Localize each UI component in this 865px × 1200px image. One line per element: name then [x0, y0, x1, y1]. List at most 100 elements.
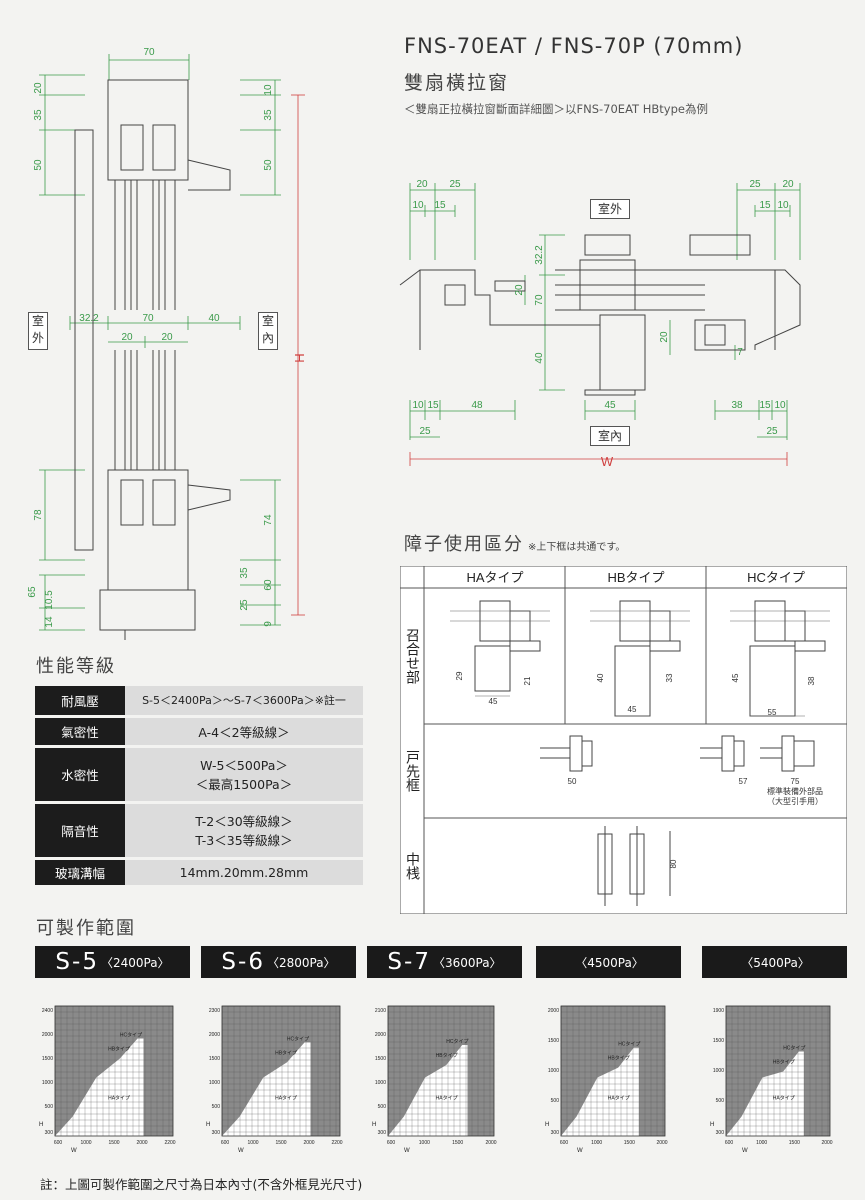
dim-label: 57 [739, 777, 748, 786]
perf-value: S-5＜2400Pa＞～S-7＜3600Pa＞※註一 [125, 686, 363, 718]
vertical-section-drawing: 70 20 35 50 10 35 50 32.2 70 40 20 20 78… [27, 47, 307, 640]
dim-label: 50 [33, 159, 44, 171]
tick-label: 2000 [548, 1008, 559, 1014]
dim-label: 65 [27, 586, 38, 598]
tick-label: 500 [551, 1098, 560, 1104]
tick-label: 300 [551, 1130, 560, 1136]
dim-label: 80 [669, 859, 678, 868]
tick-label: 1900 [713, 1008, 724, 1014]
dim-label: 70 [143, 47, 155, 58]
tick-label: 500 [378, 1104, 387, 1110]
dim-label: 38 [731, 400, 743, 411]
row-header: 中桟 [404, 852, 420, 880]
inside-label: 室內 [258, 312, 278, 350]
dim-label: 40 [208, 313, 220, 324]
footnote: 註：上圖可製作範圍之尺寸為日本內寸(不含外框見光尺寸) [40, 1177, 363, 1192]
dim-label: 32.2 [534, 245, 545, 265]
region-label: HBタイプ [108, 1046, 130, 1053]
axis-label-w: W [71, 1148, 77, 1154]
tick-label: 2200 [331, 1140, 342, 1146]
axis-label-w: W [404, 1148, 410, 1154]
ha-region [222, 1042, 311, 1136]
axis-label-w: W [238, 1148, 244, 1154]
table-row: 隔音性 T-2＜30等級線＞T-3＜35等級線＞ [35, 802, 363, 860]
tick-label: 2000 [821, 1140, 832, 1146]
column-header: HCタイプ [747, 570, 805, 585]
tick-label: 1000 [713, 1068, 724, 1074]
tick-label: 2200 [164, 1140, 175, 1146]
performance-table: 耐風壓 S-5＜2400Pa＞～S-7＜3600Pa＞※註一 氣密性 A-4＜2… [35, 686, 363, 888]
tick-label: 1500 [375, 1056, 386, 1062]
perf-value: T-2＜30等級線＞T-3＜35等級線＞ [125, 802, 363, 860]
outside-label: 室外 [28, 312, 48, 350]
dim-label: 15 [759, 200, 771, 211]
region-label: HBタイプ [275, 1049, 297, 1056]
dim-label: 10.5 [44, 590, 55, 610]
dim-label: 10 [777, 200, 789, 211]
perf-key: 隔音性 [35, 802, 125, 860]
tick-label: 1500 [275, 1140, 286, 1146]
tick-label: 1000 [548, 1068, 559, 1074]
dim-label: 15 [434, 200, 446, 211]
inside-label: 室內 [590, 426, 630, 446]
page-caption: ＜雙扇正拉橫拉窗斷面詳細圖＞以FNS-70EAT HBtype為例 [404, 102, 708, 116]
muntin-table: HAタイプ HBタイプ HCタイプ 29 21 45 40 33 45 45 3… [400, 566, 847, 914]
tick-label: 1500 [452, 1140, 463, 1146]
dim-label: 50 [263, 159, 274, 171]
tick-label: 500 [212, 1104, 221, 1110]
width-label: W [601, 454, 614, 469]
manufacturable-title: 可製作範圍 [36, 918, 136, 939]
tick-label: 2000 [375, 1032, 386, 1038]
tick-label: 600 [387, 1140, 396, 1146]
region-label: HBタイプ [436, 1052, 458, 1059]
dim-label: 14 [44, 616, 55, 628]
dim-label: 15 [759, 400, 771, 411]
dim-label: 60 [263, 579, 274, 591]
axis-label-h: H [710, 1122, 714, 1128]
tick-label: 1000 [42, 1080, 53, 1086]
tick-label: 2100 [375, 1008, 386, 1014]
dim-label: 20 [782, 179, 794, 190]
tick-label: 600 [725, 1140, 734, 1146]
model-badge: 〈4500Pa〉 [536, 946, 681, 978]
table-row: 玻璃溝幅 14mm.20mm.28mm [35, 858, 363, 888]
dim-label: 78 [33, 509, 44, 521]
dim-label: 45 [489, 697, 498, 706]
dim-label: 10 [263, 84, 274, 96]
dim-label: 10 [774, 400, 786, 411]
model-badge: 〈5400Pa〉 [702, 946, 847, 978]
dim-label: 9 [263, 621, 274, 627]
tick-label: 2000 [656, 1140, 667, 1146]
perf-value: 14mm.20mm.28mm [125, 858, 363, 888]
tick-label: 300 [716, 1130, 725, 1136]
tick-label: 1500 [548, 1038, 559, 1044]
model-badge: S-7〈3600Pa〉 [367, 946, 522, 978]
axis-label-w: W [742, 1148, 748, 1154]
tick-label: 1500 [789, 1140, 800, 1146]
dim-label: 25 [766, 426, 778, 437]
tick-label: 2000 [303, 1140, 314, 1146]
dim-label: 70 [142, 313, 154, 324]
tick-label: 1000 [80, 1140, 91, 1146]
region-label: HBタイプ [608, 1055, 630, 1062]
tick-label: 2300 [209, 1008, 220, 1014]
dim-label: 15 [427, 400, 439, 411]
axis-label-h: H [372, 1122, 376, 1128]
dim-label: 38 [807, 676, 816, 685]
tick-label: 1500 [42, 1056, 53, 1062]
tick-label: 1000 [375, 1080, 386, 1086]
page-title: FNS-70EAT / FNS-70P (70mm) [404, 34, 744, 58]
tick-label: 1500 [624, 1140, 635, 1146]
tick-label: 2000 [136, 1140, 147, 1146]
dim-label: 45 [604, 400, 616, 411]
dim-label: 25 [749, 179, 761, 190]
perf-key: 玻璃溝幅 [35, 858, 125, 888]
dim-label: 55 [768, 708, 777, 717]
tick-label: 300 [378, 1130, 387, 1136]
dim-label: 75 [791, 777, 800, 786]
tick-label: 1000 [209, 1080, 220, 1086]
tick-label: 1500 [108, 1140, 119, 1146]
row-header: 召合せ部 [404, 628, 420, 684]
